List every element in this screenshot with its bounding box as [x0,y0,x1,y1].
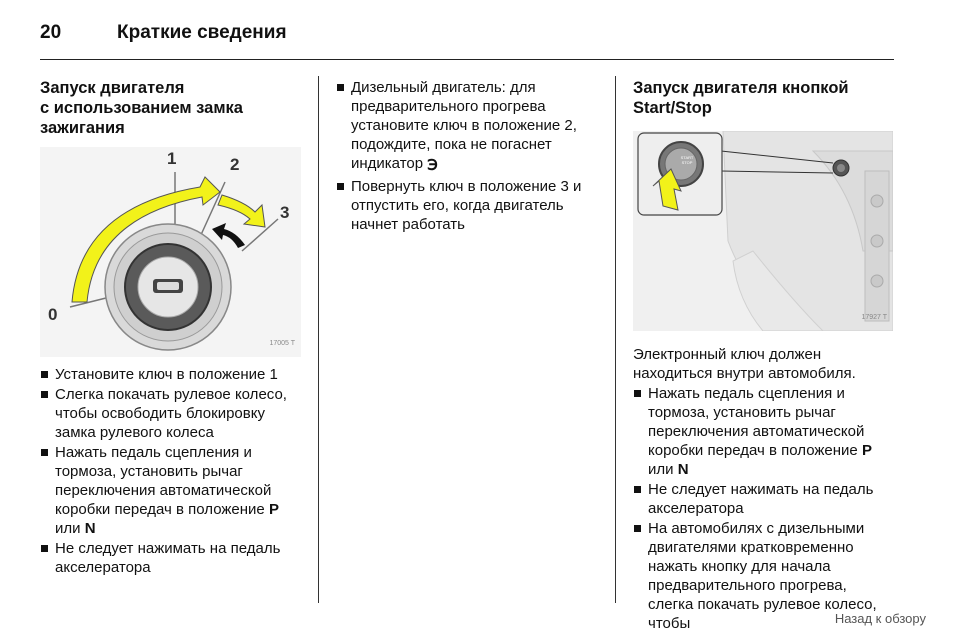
column-divider-1 [318,76,319,603]
dashboard-illustration [633,131,893,331]
intro-text: Электронный ключ должен находиться внутр… [633,346,856,382]
position-label-0: 0 [48,305,58,324]
page-number: 20 [40,22,62,43]
list-item: На автомобилях с дизельными двигателями … [633,519,895,633]
glow-plug-icon: ℈ [427,155,438,172]
section-heading-start-stop: Запуск двигателя кнопкой Start/Stop [633,79,849,117]
section-heading-ignition: Запуск двигателя с использованием замка … [40,79,243,137]
arrow-to-3-icon [217,194,266,228]
column-start-stop: Запуск двигателя кнопкой Start/Stop [633,78,895,634]
ignition-lock-figure: 0 1 2 3 17005 T [40,147,301,357]
list-item: Нажать педаль сцепления и тормоза, устан… [633,384,895,479]
list-item: Установите ключ в положение 1 [40,365,305,384]
position-label-1: 1 [167,149,177,168]
column-ignition-start: Запуск двигателя с использованием замка … [40,78,305,578]
figure-id: 17005 T [269,340,295,347]
return-arrow-icon [212,223,245,248]
column-divider-2 [615,76,616,603]
tick-0 [69,296,111,308]
list-item: Дизельный двигатель: для предварительног… [336,78,601,173]
page-title: Краткие сведения [117,22,287,43]
list-item: Не следует нажимать на педаль акселерато… [633,480,895,518]
press-arrow-icon [652,168,682,211]
diesel-steps-list: Дизельный двигатель: для предварительног… [336,78,601,234]
back-to-overview-link[interactable]: Назад к обзору [834,611,926,626]
ignition-steps-list: Установите ключ в положение 1 Слегка пок… [40,365,305,577]
start-stop-figure: START STOP 17927 T [633,131,893,331]
list-item: Слегка покачать рулевое колесо, чтобы ос… [40,385,305,442]
list-item: Повернуть ключ в положение 3 и отпустить… [336,177,601,234]
ignition-lock-illustration [40,147,301,357]
list-item: Не следует нажимать на педаль акселерато… [40,539,305,577]
arrow-to-1-icon [71,176,221,303]
tick-3 [241,218,279,252]
list-item: Нажать педаль сцепления и тормоза, устан… [40,443,305,538]
figure-id: 17927 T [861,314,887,321]
start-stop-button-label: START STOP [680,155,694,165]
position-label-2: 2 [230,155,240,174]
page-header: 20 Краткие сведения [40,20,894,60]
column-continued: Дизельный двигатель: для предварительног… [336,78,601,235]
start-stop-steps-list: Нажать педаль сцепления и тормоза, устан… [633,384,895,633]
position-label-3: 3 [280,203,290,222]
tick-2 [199,181,226,238]
